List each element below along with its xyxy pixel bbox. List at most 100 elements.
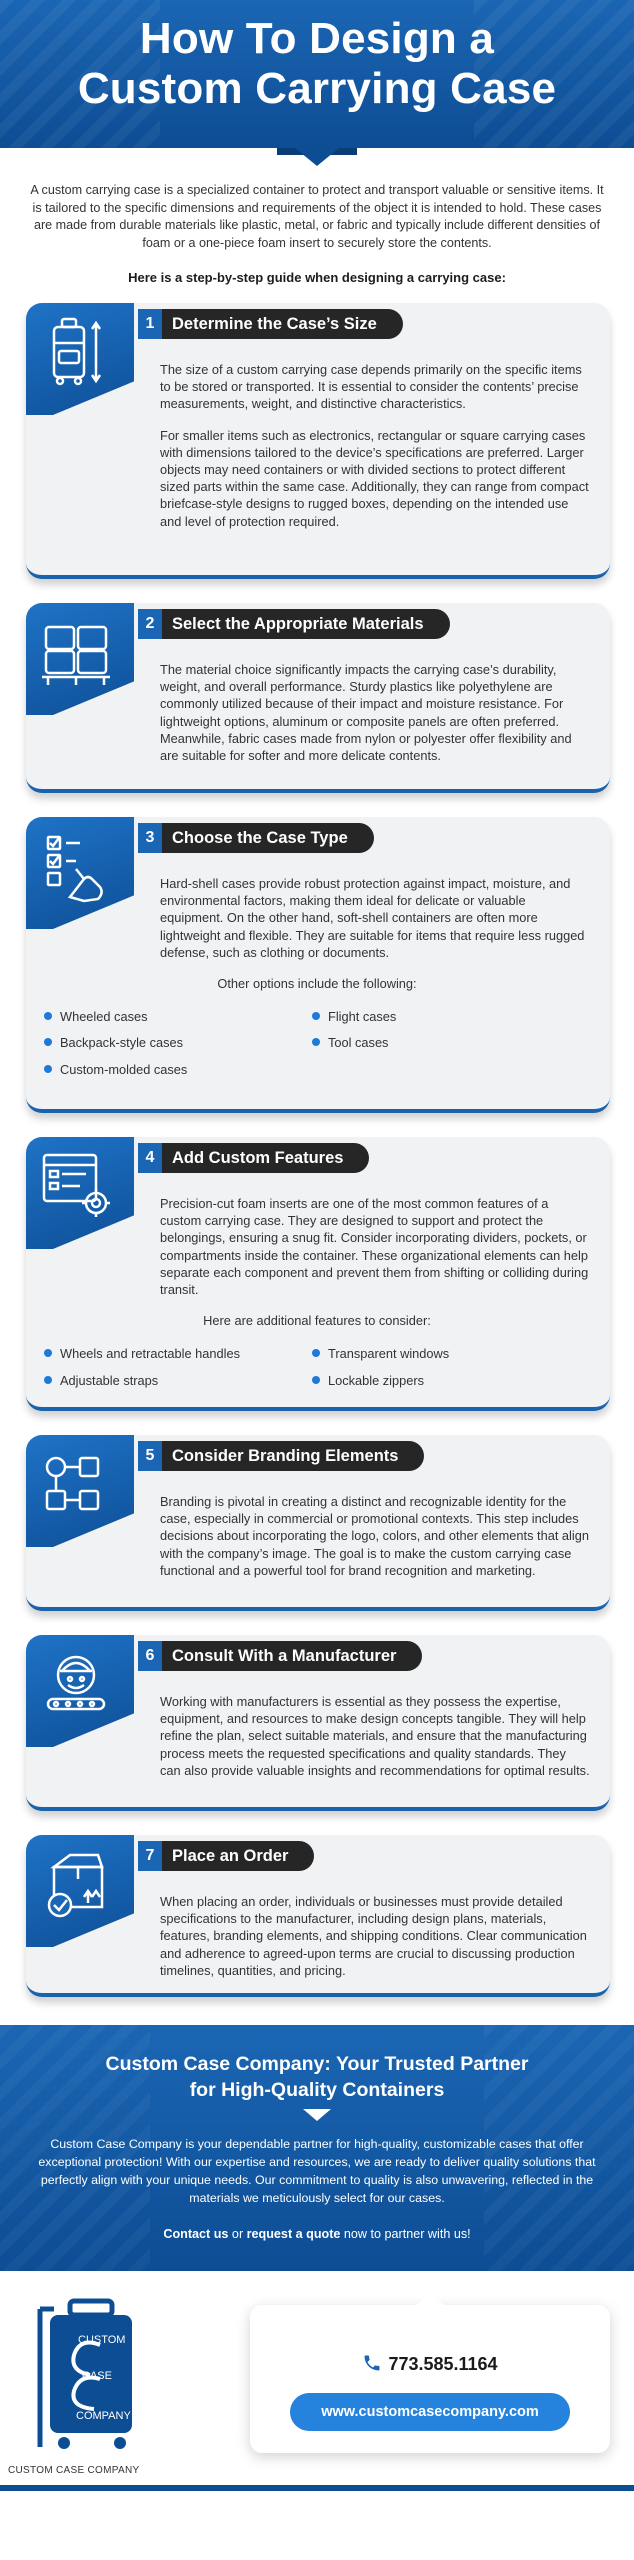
bullet-list: Wheeled cases Flight cases Backpack-styl… [44,992,590,1094]
step-card-3: 3 Choose the Case Type Hard-shell cases … [26,817,610,1113]
partner-title: Custom Case Company: Your Trusted Partne… [24,2051,610,2103]
title-line-1: How To Design a [139,14,495,63]
step-paragraph: Branding is pivotal in creating a distin… [160,1494,589,1578]
step-number: 7 [138,1841,162,1871]
request-quote-link[interactable]: request a quote [246,2227,341,2241]
step-card-7: 7 Place an Order When placing an order, … [26,1835,610,1997]
step-card-2: 2 Select the Appropriate Materials The m… [26,603,610,793]
step-number: 2 [138,609,162,639]
step-note: Other options include the following: [217,976,417,992]
logo-word-case: CASE [82,2370,112,2382]
list-item: Wheeled cases [44,1008,302,1025]
phone-icon [364,2355,380,2371]
bottom-bar [0,2485,634,2491]
step-number: 1 [138,309,162,339]
page-title: How To Design a Custom Carrying Case [0,14,634,114]
list-item: Custom-molded cases [44,1061,302,1078]
step-paragraph: When placing an order, individuals or bu… [160,1894,587,1978]
step-content: The material choice significantly impact… [26,603,610,782]
step-content: Hard-shell cases provide robust protecti… [26,817,610,1112]
step-card-body: 4 Add Custom Features Precision-cut foam… [26,1137,610,1411]
step-paragraph: The size of a custom carrying case depen… [160,362,582,412]
step-title: Add Custom Features [162,1143,370,1173]
phone-line: 773.585.1164 [250,2353,610,2375]
suitcase-measure-icon [52,317,102,386]
factory-worker-icon [46,1655,106,1711]
step-card-1: 1 Determine the Case’s Size The size of … [26,303,610,579]
step-title: Select the Appropriate Materials [162,609,450,639]
company-logo: CUSTOM CASE COMPANY [37,2298,132,2449]
step-content: Working with manufacturers is essential … [26,1635,610,1797]
package-check-icon [47,1853,104,1918]
checklist-hand-icon [46,835,103,903]
intro-text: A custom carrying case is a specialized … [30,183,604,250]
step-card-body: 5 Consider Branding Elements Branding is… [26,1435,610,1611]
step-card-6: 6 Consult With a Manufacturer Working wi… [26,1635,610,1811]
step-paragraph: The material choice significantly impact… [160,662,572,764]
hero-notch [295,148,339,166]
step-content: Precision-cut foam inserts are one of th… [26,1137,610,1423]
cta-end-text: now to partner with us! [340,2227,471,2241]
title-line-2: Custom Carrying Case [77,64,557,113]
pallet-materials-icon [42,625,110,685]
step-card-body: 2 Select the Appropriate Materials The m… [26,603,610,793]
intro-section: A custom carrying case is a specialized … [0,148,634,285]
contact-us-link[interactable]: Contact us [163,2227,229,2241]
list-item: Backpack-style cases [44,1034,302,1051]
step-card-body: 7 Place an Order When placing an order, … [26,1835,610,1997]
partner-title-line-2: for High-Quality Containers [189,2079,445,2101]
step-title-bar: 5 Consider Branding Elements [138,1441,425,1471]
logo-word-custom: CUSTOM [78,2334,125,2346]
step-content: The size of a custom carrying case depen… [26,303,610,548]
step-title: Determine the Case’s Size [162,309,403,339]
partner-notch [303,2109,331,2121]
step-card-body: 3 Choose the Case Type Hard-shell cases … [26,817,610,1113]
partner-section: Custom Case Company: Your Trusted Partne… [0,2025,634,2271]
step-content: Branding is pivotal in creating a distin… [26,1435,610,1597]
partner-title-line-1: Custom Case Company: Your Trusted Partne… [105,2053,529,2075]
settings-form-icon [42,1153,110,1217]
step-title-bar: 6 Consult With a Manufacturer [138,1641,423,1671]
step-note: Here are additional features to consider… [203,1313,431,1329]
phone-number[interactable]: 773.585.1164 [388,2354,498,2374]
step-title-bar: 3 Choose the Case Type [138,823,374,853]
list-item: Wheels and retractable handles [44,1345,302,1362]
hero-header: How To Design a Custom Carrying Case [0,0,634,166]
list-item: Tool cases [312,1034,570,1051]
bullet-list: Wheels and retractable handles Transpare… [44,1329,590,1404]
step-title: Place an Order [162,1841,315,1871]
step-number: 3 [138,823,162,853]
step-icon-box [26,1835,134,1947]
logo-word-company: COMPANY [76,2410,131,2422]
step-paragraph: Precision-cut foam inserts are one of th… [160,1196,589,1298]
list-item: Transparent windows [312,1345,570,1362]
step-title-bar: 7 Place an Order [138,1841,315,1871]
step-card-4: 4 Add Custom Features Precision-cut foam… [26,1137,610,1411]
list-item: Lockable zippers [312,1372,570,1389]
step-title-bar: 2 Select the Appropriate Materials [138,609,450,639]
step-title: Choose the Case Type [162,823,374,853]
list-item: Adjustable straps [44,1372,302,1389]
list-item: Flight cases [312,1008,570,1025]
cta-mid-text: or [228,2227,247,2241]
flowchart-icon [45,1456,100,1511]
step-paragraph: For smaller items such as electronics, r… [160,427,589,529]
footer: CUSTOM CASE COMPANY CUSTOM CASE COMPANY … [0,2271,634,2485]
website-button[interactable]: www.customcasecompany.com [290,2393,570,2431]
step-card-body: 1 Determine the Case’s Size The size of … [26,303,610,579]
step-card-body: 6 Consult With a Manufacturer Working wi… [26,1635,610,1811]
step-card-5: 5 Consider Branding Elements Branding is… [26,1435,610,1611]
step-paragraph: Working with manufacturers is essential … [160,1694,590,1778]
step-title-bar: 4 Add Custom Features [138,1143,370,1173]
step-content: When placing an order, individuals or bu… [26,1835,610,1997]
step-title: Consult With a Manufacturer [162,1641,423,1671]
contact-card: 773.585.1164 www.customcasecompany.com [250,2305,610,2453]
logo-caption: CUSTOM CASE COMPANY [8,2465,140,2476]
partner-cta: Contact us or request a quote now to par… [24,2225,610,2243]
step-number: 4 [138,1143,162,1173]
step-paragraph: Hard-shell cases provide robust protecti… [160,876,585,960]
step-title-bar: 1 Determine the Case’s Size [138,309,403,339]
step-icon-box [26,1137,134,1249]
intro-lead: Here is a step-by-step guide when design… [128,270,506,285]
step-title: Consider Branding Elements [162,1441,425,1471]
